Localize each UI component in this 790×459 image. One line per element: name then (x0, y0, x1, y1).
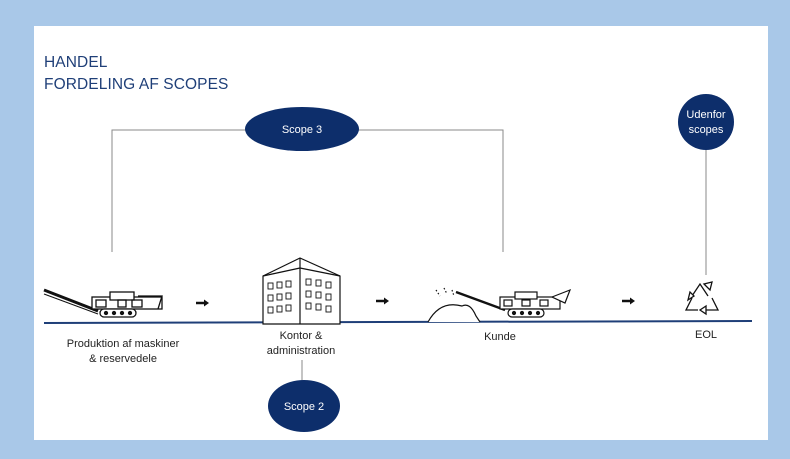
diagram-canvas (34, 26, 768, 440)
ground-line (43, 320, 753, 324)
scope2-circle: Scope 2 (268, 380, 340, 432)
scope3-bracket-right (302, 129, 504, 252)
outside-scope-line2: scopes (689, 124, 724, 136)
production-label: Produktion af maskiner & reservedele (48, 337, 198, 367)
scope3-label: Scope 3 (282, 124, 322, 136)
production-label-line1: Produktion af maskiner (66, 338, 180, 350)
scope3-oval: Scope 3 (245, 107, 359, 151)
title-line-1: HANDEL (44, 54, 108, 71)
title-line-2: FORDELING AF SCOPES (44, 76, 229, 93)
flow-arrow-1 (196, 299, 209, 307)
outside-scope-line1: Udenfor (686, 109, 725, 121)
outside-scope-circle: Udenfor scopes (678, 94, 734, 150)
eol-label: EOL (694, 329, 717, 341)
production-label-line2: & reservedele (89, 353, 157, 365)
customer-crusher-icon (427, 287, 572, 323)
flow-arrow-3 (622, 297, 635, 305)
scope2-label: Scope 2 (284, 401, 324, 413)
customer-label: Kunde (484, 331, 516, 343)
office-label-line1: Kontor & (279, 330, 323, 342)
crusher-machine-icon (43, 288, 163, 318)
flow-arrow-2 (376, 297, 389, 305)
office-label: Kontor & administration (246, 329, 356, 359)
recycle-icon (684, 281, 720, 316)
office-label-line2: administration (266, 345, 336, 357)
scope3-bracket-left (111, 129, 302, 252)
office-building-icon (262, 257, 341, 325)
